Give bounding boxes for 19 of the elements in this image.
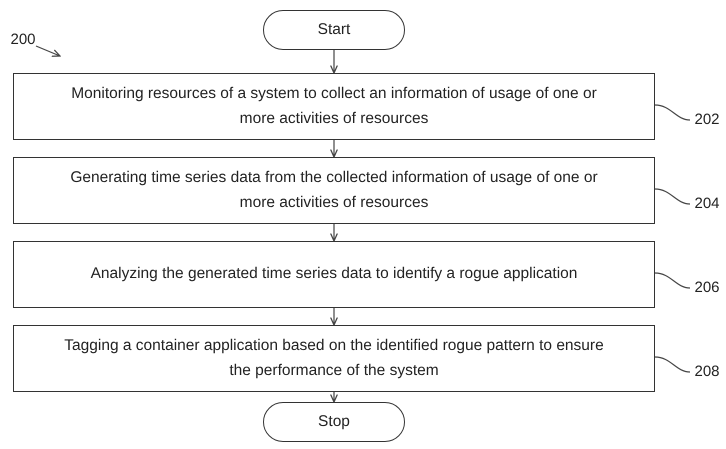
process-box: Analyzing the generated time series data to identify a rogue application (13, 241, 655, 308)
leader-line (36, 45, 61, 57)
leader-line (654, 356, 690, 373)
process-box: Generating time series data from the collected information of usage of one or more activities of resources (13, 157, 655, 224)
process-box: Tagging a container application based on the identified rogue pattern to ensure the performance of the system (13, 325, 655, 392)
leader-line (654, 104, 690, 121)
process-box: Monitoring resources of a system to collect an information of usage of one or more activities of resources (13, 73, 655, 140)
arrow (330, 50, 338, 74)
arrow (330, 140, 338, 158)
arrow (330, 392, 338, 403)
reference-number: 206 (690, 278, 724, 298)
reference-number: 202 (690, 110, 724, 130)
arrow (330, 308, 338, 326)
reference-number: 204 (690, 194, 724, 214)
leader-line (654, 272, 690, 289)
arrow (330, 224, 338, 242)
reference-number: 208 (690, 362, 724, 382)
leader-line (654, 188, 690, 205)
reference-number: 200 (6, 30, 40, 50)
